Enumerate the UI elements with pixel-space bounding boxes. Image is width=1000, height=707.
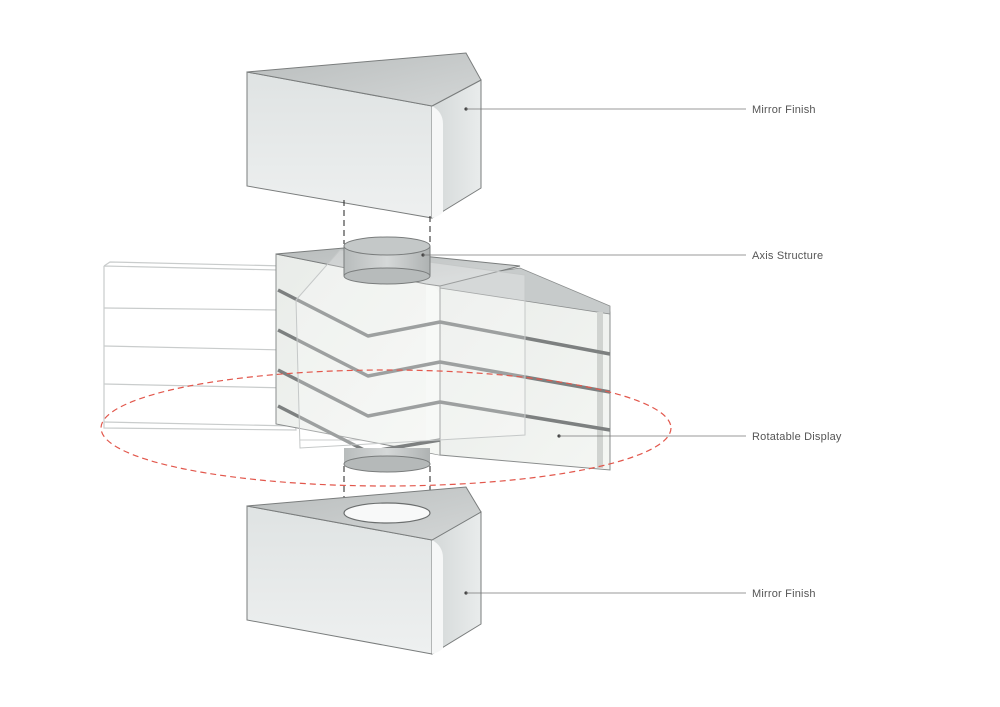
bottom-block-rounded-edge bbox=[432, 540, 443, 654]
axis-cylinder bbox=[343, 236, 431, 473]
top-block-top-face bbox=[246, 52, 482, 107]
bottom-mirror-block bbox=[246, 486, 482, 655]
bottom-block-socket bbox=[343, 502, 431, 524]
display-rounded-edge bbox=[426, 284, 440, 455]
display-transparent-overlay bbox=[295, 249, 526, 449]
callout-mirror-finish-top: Mirror Finish bbox=[464, 104, 816, 116]
label-mirror-finish-bottom: Mirror Finish bbox=[752, 588, 816, 600]
axis-dashed-lines bbox=[343, 200, 431, 512]
label-axis-structure: Axis Structure bbox=[752, 250, 823, 262]
label-mirror-finish-top: Mirror Finish bbox=[752, 104, 816, 116]
callout-axis-structure: Axis Structure bbox=[421, 250, 823, 262]
rotatable-display-module bbox=[275, 236, 611, 473]
top-block-rounded-edge bbox=[432, 106, 443, 218]
callout-mirror-finish-bottom: Mirror Finish bbox=[464, 588, 816, 600]
rotation-path-ellipse bbox=[100, 369, 672, 487]
callouts: Mirror Finish Axis Structure Rotatable D… bbox=[421, 104, 842, 600]
top-mirror-block bbox=[246, 52, 482, 219]
label-rotatable-display: Rotatable Display bbox=[752, 431, 842, 443]
callout-rotatable-display: Rotatable Display bbox=[557, 431, 842, 443]
